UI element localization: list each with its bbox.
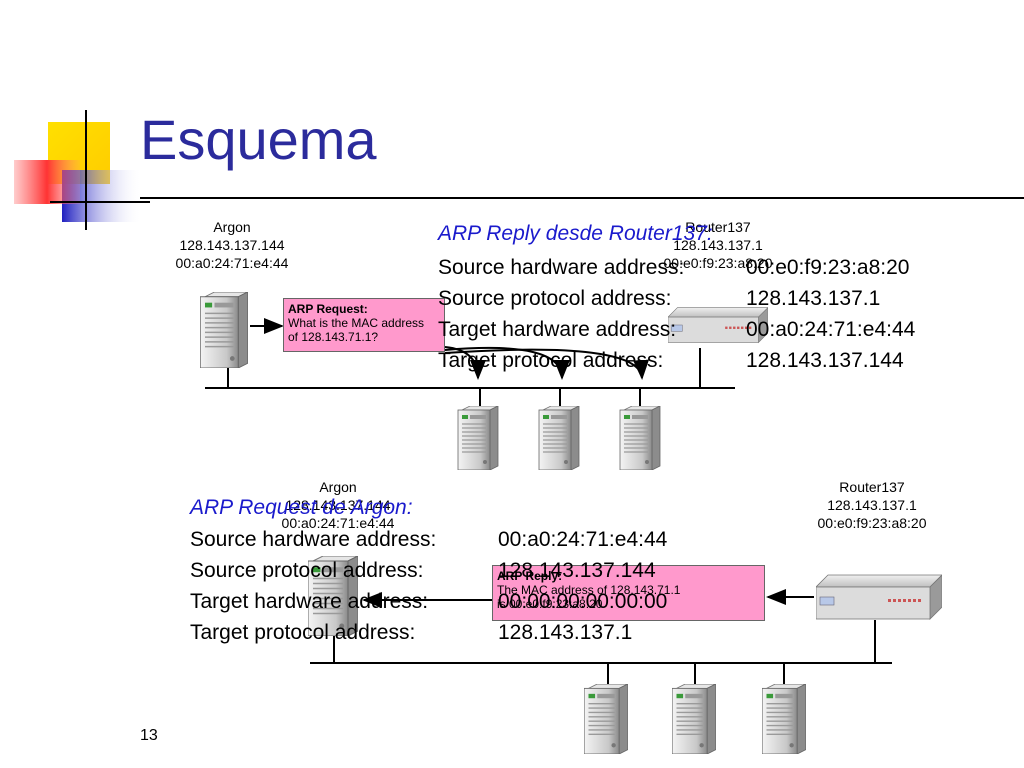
top-argon-label: Argon 128.143.137.144 00:a0:24:71:e4:44: [152, 218, 312, 272]
field-value: 00:e0:f9:23:a8:20: [746, 256, 910, 279]
title-underline: [140, 197, 1024, 199]
top-reply-field-0: Source hardware address:00:e0:f9:23:a8:2…: [438, 252, 978, 283]
bottom-host-3-server-icon: [762, 684, 806, 754]
bottom-request-field-0: Source hardware address: 00:a0:24:71:e4:4…: [190, 524, 730, 555]
bottom-request-fields: Source hardware address: 00:a0:24:71:e4:4…: [190, 524, 730, 648]
bottom-request-field-1: Source protocol address: 128.143.137.144: [190, 555, 730, 586]
top-arp-request-box: ARP Request: What is the MAC address of …: [283, 298, 445, 352]
bottom-router-icon: [816, 574, 942, 620]
top-reply-fields: Source hardware address:00:e0:f9:23:a8:2…: [438, 252, 978, 376]
bottom-request-field-3: Target protocol address: 128.143.137.1: [190, 617, 730, 648]
top-host-3-server-icon: [619, 406, 661, 470]
top-argon-name: Argon: [213, 219, 251, 235]
top-request-box-line1: What is the MAC address: [288, 316, 425, 330]
field-value: 128.143.137.1: [746, 287, 881, 310]
field-label: Target protocol address:: [438, 349, 664, 372]
bottom-reply-box-title: ARP Reply:: [497, 569, 563, 583]
field-label: Source protocol address:: [190, 559, 424, 582]
field-value: 00:a0:24:71:e4:44: [746, 318, 916, 341]
top-argon-ip: 128.143.137.144: [179, 237, 285, 253]
top-router-ip: 128.143.137.1: [673, 237, 763, 253]
field-value: 00:a0:24:71:e4:44: [498, 528, 668, 551]
top-reply-title: ARP Reply desde Router137:: [438, 222, 713, 245]
top-router-name: Router137: [685, 219, 751, 235]
top-reply-field-2: Target hardware address: 00:a0:24:71:e4:4…: [438, 314, 978, 345]
bottom-request-field-2: Target hardware address: 00:00:00:00:00:0…: [190, 586, 730, 617]
page-title: Esquema: [140, 108, 377, 171]
top-host-1-server-icon: [457, 406, 499, 470]
slide-decoration: [14, 110, 150, 230]
field-label: Target hardware address:: [190, 590, 429, 613]
field-value: 00:00:00:00:00:00: [498, 590, 668, 613]
top-argon-server-icon: [200, 292, 248, 368]
top-reply-field-3: Target protocol address: 128.143.137.144: [438, 345, 978, 376]
bottom-arp-reply-box: ARP Reply: The MAC address of 128.143.71…: [492, 565, 765, 621]
top-argon-mac: 00:a0:24:71:e4:44: [175, 255, 289, 271]
field-label: Target protocol address:: [190, 621, 416, 644]
top-router-label: Router137 128.143.137.1 00:e0:f9:23:a8:2…: [638, 218, 798, 272]
field-label: Source protocol address:: [438, 287, 672, 310]
top-host-2-server-icon: [538, 406, 580, 470]
bottom-argon-ip: 128.143.137.144: [285, 497, 391, 513]
bottom-router-ip: 128.143.137.1: [827, 497, 917, 513]
top-request-box-line2: of 128.143.71.1?: [288, 330, 379, 344]
bottom-reply-box-line1: The MAC address of 128.143.71.1: [497, 583, 681, 597]
bottom-request-title: ARP Request de Argon:: [190, 496, 413, 519]
bottom-argon-label: Argon 128.143.137.144 00:a0:24:71:e4:44: [258, 478, 418, 532]
bottom-argon-name: Argon: [319, 479, 357, 495]
top-request-box-title: ARP Request:: [288, 302, 368, 316]
page-number: 13: [140, 727, 158, 744]
top-reply-field-1: Source protocol address: 128.143.137.1: [438, 283, 978, 314]
bottom-router-mac: 00:e0:f9:23:a8:20: [817, 515, 927, 531]
bottom-reply-box-line2: is 00:e0:f9:23:a8:20: [497, 597, 603, 611]
bottom-router-label: Router137 128.143.137.1 00:e0:f9:23:a8:2…: [792, 478, 952, 532]
field-label: Source hardware address:: [438, 256, 685, 279]
field-value: 128.143.137.144: [498, 559, 656, 582]
top-router-mac: 00:e0:f9:23:a8:20: [663, 255, 773, 271]
field-label: Target hardware address:: [438, 318, 677, 341]
field-value: 128.143.137.1: [498, 621, 633, 644]
deco-red-square: [14, 160, 80, 204]
field-value: 128.143.137.144: [746, 349, 904, 372]
bottom-host-2-server-icon: [672, 684, 716, 754]
bottom-router-name: Router137: [839, 479, 905, 495]
bottom-argon-mac: 00:a0:24:71:e4:44: [281, 515, 395, 531]
field-label: Source hardware address:: [190, 528, 437, 551]
bottom-host-1-server-icon: [584, 684, 628, 754]
